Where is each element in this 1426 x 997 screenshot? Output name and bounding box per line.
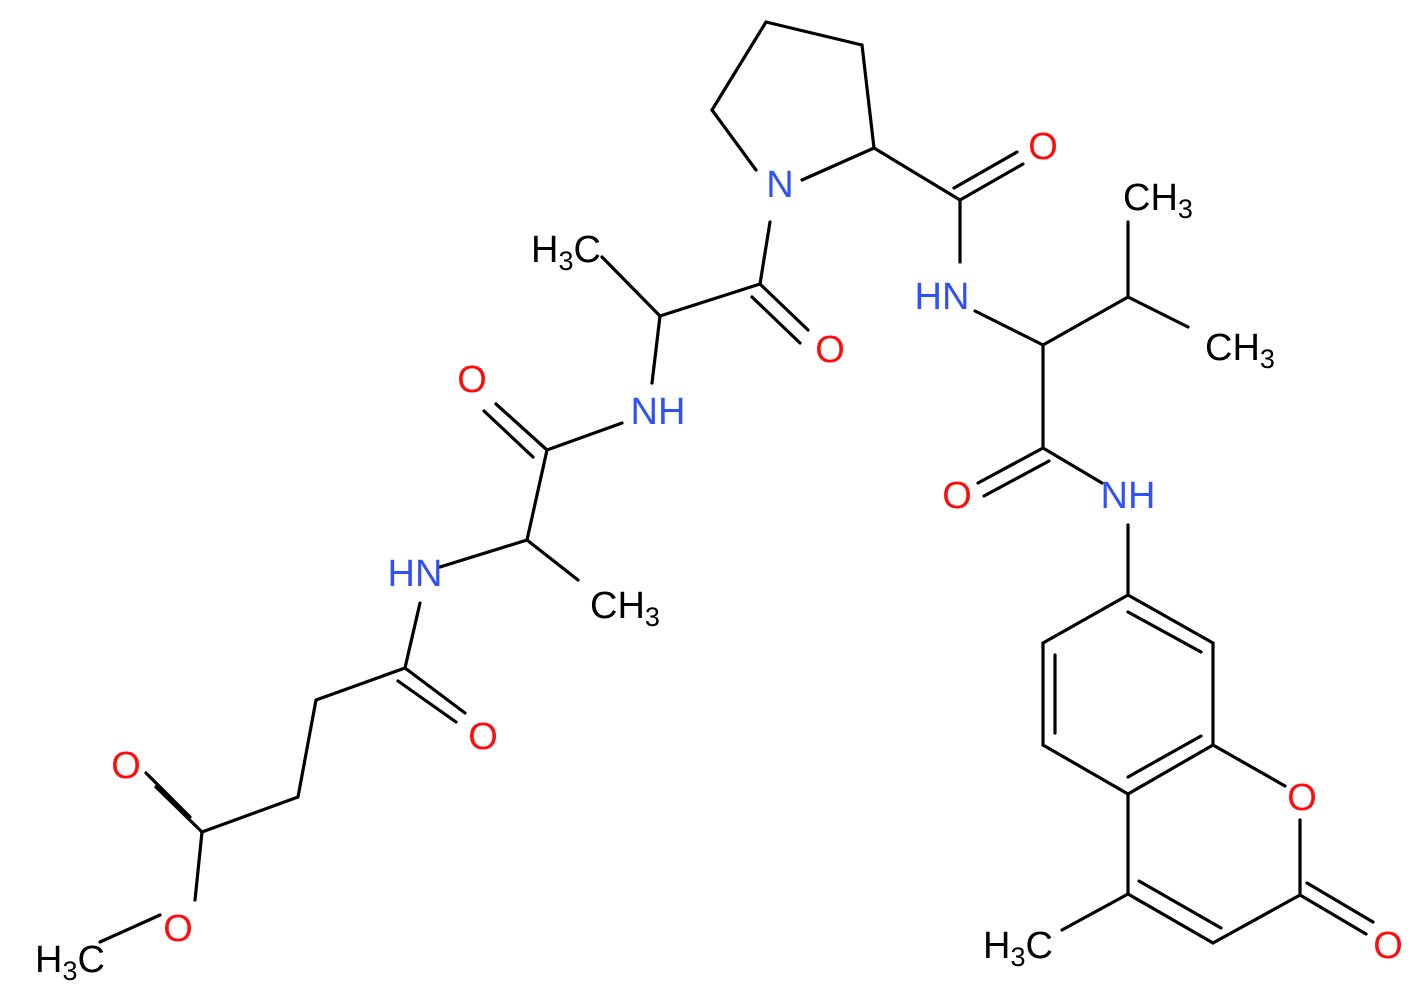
bond-line bbox=[525, 538, 580, 582]
bond-line bbox=[1041, 295, 1130, 347]
bond-line bbox=[200, 795, 300, 834]
bond-line bbox=[1041, 446, 1104, 485]
bond-line bbox=[710, 108, 758, 172]
bond-line bbox=[650, 314, 662, 385]
atom-hn-val: HN bbox=[915, 276, 970, 318]
bond-line bbox=[1126, 743, 1215, 796]
bond-line bbox=[314, 666, 407, 702]
bond-line bbox=[800, 146, 876, 182]
atom-ch3-val-right: CH3 bbox=[1205, 327, 1275, 374]
bond-line bbox=[1126, 892, 1215, 945]
atom-nh-ala2: NH bbox=[631, 391, 686, 433]
bond-line bbox=[872, 146, 962, 202]
atom-o-ester-carbonyl: O bbox=[111, 745, 141, 787]
atom-hn-ala1: HN bbox=[388, 553, 443, 595]
bond-line bbox=[1126, 734, 1203, 779]
bond-line bbox=[193, 830, 204, 902]
bond-line bbox=[758, 220, 772, 286]
atom-nh-amc: NH bbox=[1101, 475, 1156, 517]
bond-line bbox=[144, 771, 192, 819]
bond-line bbox=[952, 150, 1019, 190]
bond-line bbox=[1041, 743, 1130, 796]
bond-line bbox=[1305, 881, 1375, 924]
bond-line bbox=[600, 255, 662, 318]
atom-o-ring: O bbox=[1287, 777, 1317, 819]
bond-line bbox=[154, 785, 204, 834]
bond-line bbox=[860, 43, 876, 150]
bond-line bbox=[758, 282, 810, 332]
bond-line bbox=[1060, 892, 1130, 932]
bond-line bbox=[710, 20, 768, 112]
atom-ch3-ester: H3C bbox=[35, 939, 105, 986]
bond-line bbox=[658, 282, 762, 318]
atom-o-ala1: O bbox=[457, 359, 487, 401]
bond-line bbox=[1298, 893, 1368, 936]
bond-line bbox=[482, 409, 535, 459]
bond-line bbox=[1041, 593, 1130, 645]
bond-line bbox=[545, 421, 624, 452]
atom-ch3-val-top: CH3 bbox=[1123, 177, 1193, 224]
atom-n-pro: N bbox=[766, 164, 793, 206]
atom-o-succinyl: O bbox=[468, 716, 498, 758]
bond-line bbox=[750, 295, 802, 345]
bond-line bbox=[1211, 743, 1287, 788]
atom-h3c-coumarin: H3C bbox=[983, 925, 1053, 972]
bond-line bbox=[1126, 593, 1215, 645]
bond-line bbox=[403, 666, 467, 715]
atom-h3c-ala2: H3C bbox=[531, 229, 601, 276]
bond-line bbox=[973, 309, 1045, 347]
bond-line bbox=[1126, 295, 1190, 329]
bond-line bbox=[1211, 893, 1302, 945]
bond-line bbox=[296, 698, 318, 799]
bond-line bbox=[525, 448, 549, 542]
bond-line bbox=[494, 402, 549, 452]
bond-line bbox=[764, 20, 864, 47]
atom-o-lactone: O bbox=[1373, 925, 1403, 967]
bond-line bbox=[1126, 610, 1203, 654]
atom-o-val: O bbox=[942, 475, 972, 517]
atom-o-ala2: O bbox=[815, 329, 845, 371]
bond-line bbox=[1137, 879, 1223, 930]
atom-o-pro: O bbox=[1028, 126, 1058, 168]
bond-line bbox=[403, 601, 422, 670]
atom-o-ester-ether: O bbox=[163, 908, 193, 950]
bonds bbox=[98, 20, 1375, 945]
bond-line bbox=[976, 446, 1045, 485]
bond-line bbox=[982, 459, 1051, 498]
bond-line bbox=[98, 913, 162, 944]
atom-ch3-ala1: CH3 bbox=[590, 585, 660, 632]
bond-line bbox=[958, 162, 1025, 202]
bond-line bbox=[396, 679, 458, 724]
bond-line bbox=[438, 538, 529, 569]
